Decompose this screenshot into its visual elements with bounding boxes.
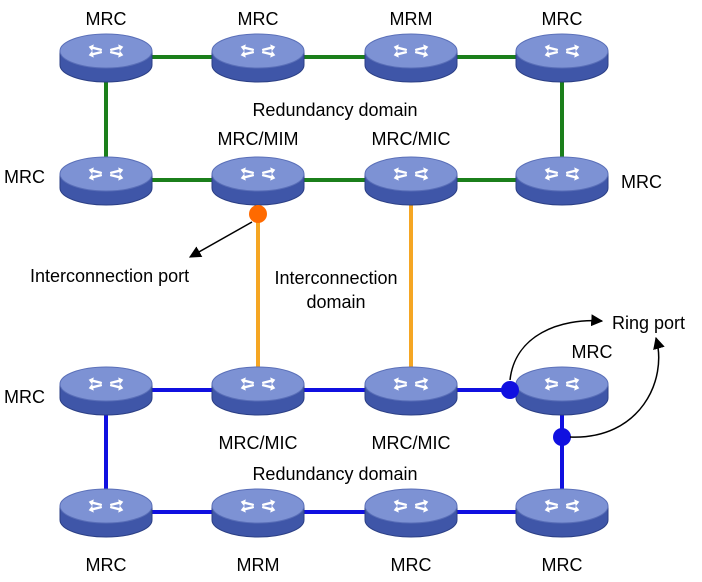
interconnection-domain-label-line2: domain xyxy=(306,292,365,312)
device-label: MRC/MIC xyxy=(372,129,451,149)
network-switch-icon xyxy=(515,33,609,83)
interconnection-domain-label-line1: Interconnection xyxy=(274,268,397,288)
device-label: MRC xyxy=(86,555,127,575)
device-label: MRC xyxy=(391,555,432,575)
ring-port-arrow xyxy=(509,314,604,381)
interconnection-port-label: Interconnection port xyxy=(30,266,189,286)
network-switch-icon xyxy=(364,33,458,83)
device-label: MRM xyxy=(237,555,280,575)
network-switch-icon xyxy=(59,366,153,416)
network-switch-icon xyxy=(515,488,609,538)
network-switch-icon xyxy=(211,488,305,538)
device-label: MRC xyxy=(542,9,583,29)
network-switch-icon xyxy=(59,488,153,538)
network-switch-icon xyxy=(515,156,609,206)
device-label: MRC xyxy=(621,172,662,192)
network-switch-icon xyxy=(211,33,305,83)
device-label: MRC/MIC xyxy=(372,433,451,453)
network-switch-icon xyxy=(59,33,153,83)
ring-port-label: Ring port xyxy=(612,313,685,333)
ring-port-arrow xyxy=(569,336,665,438)
upper-domain-label: Redundancy domain xyxy=(252,100,417,120)
devices xyxy=(59,33,609,538)
device-labels: MRC MRC MRM MRC MRC MRC/MIM MRC/MIC MRC … xyxy=(4,9,662,575)
device-label: MRC/MIM xyxy=(218,129,299,149)
network-switch-icon xyxy=(211,366,305,416)
device-label: MRC xyxy=(4,387,45,407)
device-label: MRC xyxy=(4,167,45,187)
device-label: MRC/MIC xyxy=(219,433,298,453)
device-label: MRM xyxy=(390,9,433,29)
network-switch-icon xyxy=(364,156,458,206)
device-label: MRC xyxy=(238,9,279,29)
network-switch-icon xyxy=(211,156,305,206)
device-label: MRC xyxy=(86,9,127,29)
ring-port-dot xyxy=(501,381,519,399)
device-label: MRC xyxy=(542,555,583,575)
ring-port-dot xyxy=(553,428,571,446)
network-switch-icon xyxy=(515,366,609,416)
lower-domain-label: Redundancy domain xyxy=(252,464,417,484)
network-switch-icon xyxy=(59,156,153,206)
interconnection-port-arrow xyxy=(188,221,253,258)
network-switch-icon xyxy=(364,488,458,538)
interconnection-port-dot xyxy=(249,205,267,223)
network-switch-icon xyxy=(364,366,458,416)
device-label: MRC xyxy=(572,342,613,362)
